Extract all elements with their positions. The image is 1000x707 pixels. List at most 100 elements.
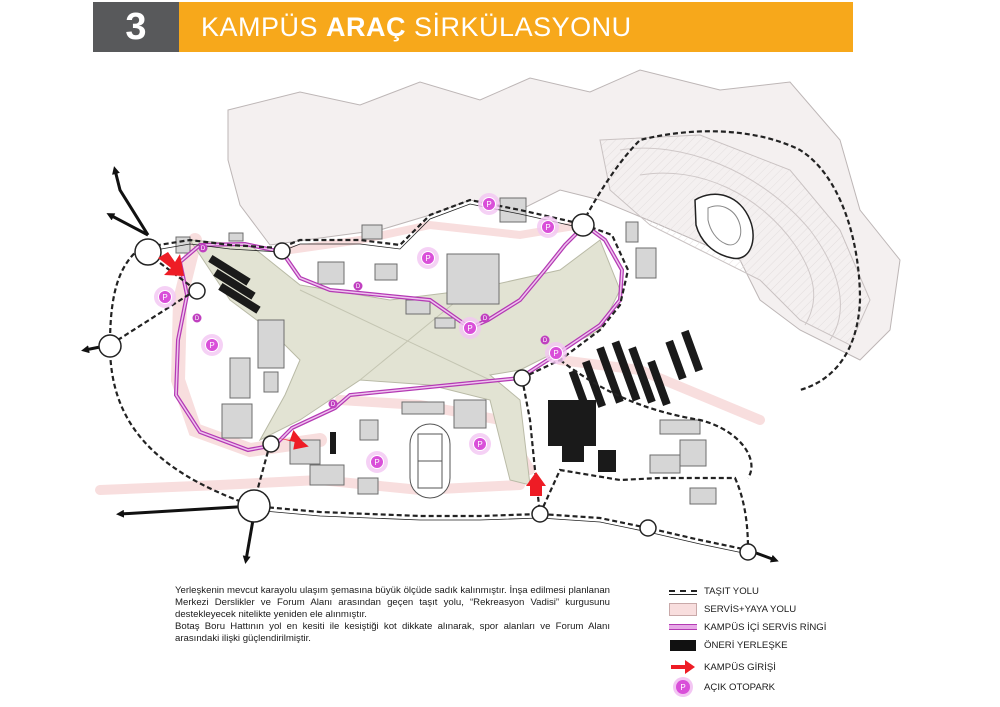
drop-off-icon: D bbox=[192, 313, 202, 323]
road-underline-south bbox=[252, 509, 749, 555]
building bbox=[453, 399, 487, 429]
legend-label: ÖNERİ YERLEŞKE bbox=[704, 639, 788, 651]
stadium-shape bbox=[694, 193, 754, 260]
parking-icon: P bbox=[478, 193, 500, 215]
drop-off-icon: D bbox=[198, 243, 208, 253]
service-road-east bbox=[555, 355, 765, 425]
svg-text:P: P bbox=[374, 458, 379, 467]
proposed-building bbox=[628, 346, 656, 404]
building bbox=[689, 487, 717, 505]
junction bbox=[262, 435, 280, 453]
black-block-icon bbox=[668, 637, 698, 653]
title-post: SİRKÜLASYONU bbox=[414, 11, 632, 42]
campus-entrances bbox=[158, 252, 546, 496]
exit-arrow-icon bbox=[106, 213, 149, 237]
junction bbox=[739, 543, 757, 561]
exit-arrow-icon bbox=[242, 519, 255, 564]
legend-label: KAMPÜS GİRİŞİ bbox=[704, 661, 776, 673]
pink-band-icon bbox=[668, 601, 698, 617]
building bbox=[625, 221, 639, 243]
svg-text:P: P bbox=[162, 293, 167, 302]
proposed-building bbox=[562, 440, 584, 462]
svg-text:P: P bbox=[477, 440, 482, 449]
legend-item-proposed: ÖNERİ YERLEŞKE bbox=[668, 637, 788, 653]
building bbox=[221, 403, 253, 439]
proposed-building bbox=[218, 282, 261, 314]
building bbox=[446, 253, 500, 305]
proposed-building bbox=[213, 268, 256, 300]
building bbox=[401, 401, 445, 415]
building bbox=[263, 371, 279, 393]
parking-icon: P bbox=[417, 247, 439, 269]
svg-text:P: P bbox=[467, 324, 472, 333]
building bbox=[357, 477, 379, 495]
building bbox=[229, 357, 251, 399]
junction bbox=[639, 519, 657, 537]
junction bbox=[188, 282, 206, 300]
road-east-north bbox=[581, 130, 862, 392]
campus-entrance-icon bbox=[277, 429, 309, 450]
campus-entrance-icon bbox=[526, 472, 546, 496]
red-arrow-icon bbox=[668, 659, 698, 675]
terrain bbox=[227, 69, 901, 361]
ring-line-icon bbox=[668, 619, 698, 635]
svg-text:D: D bbox=[543, 338, 548, 344]
forum-diagonal-2 bbox=[359, 289, 471, 381]
parking-icon: P bbox=[537, 216, 559, 238]
junction bbox=[98, 334, 122, 358]
road-southeast-loop bbox=[538, 468, 750, 551]
svg-text:P: P bbox=[553, 349, 558, 358]
parking-icon: P bbox=[545, 342, 567, 364]
legend-item-service-road: SERVİS+YAYA YOLU bbox=[668, 601, 796, 617]
junction bbox=[513, 369, 531, 387]
legend-label: SERVİS+YAYA YOLU bbox=[704, 603, 797, 615]
dashed-road-icon bbox=[668, 583, 698, 599]
road-connector-2 bbox=[109, 289, 197, 346]
building bbox=[635, 247, 657, 279]
building bbox=[309, 464, 345, 486]
proposed-building bbox=[611, 340, 641, 402]
proposed-building bbox=[681, 329, 703, 373]
legend-item-service-ring: KAMPÜS İÇİ SERVİS RİNGİ bbox=[668, 619, 826, 635]
proposed-building bbox=[647, 360, 671, 406]
parking-icon: P bbox=[469, 433, 491, 455]
contour-2 bbox=[639, 172, 815, 326]
svg-text:P: P bbox=[545, 223, 550, 232]
drop-off-icon: D bbox=[328, 399, 338, 409]
description-paragraph-2: Botaş Boru Hattının yol en kesiti ile ke… bbox=[175, 621, 610, 644]
parking-icon: P bbox=[668, 679, 698, 695]
parking-icon: P bbox=[154, 286, 176, 308]
svg-text:D: D bbox=[356, 284, 361, 290]
campus-entrance-icon bbox=[158, 252, 184, 276]
exit-arrow-icon bbox=[116, 504, 254, 518]
legend-item-vehicle-road: TAŞIT YOLU bbox=[668, 583, 759, 599]
sports-area bbox=[409, 423, 451, 499]
junction bbox=[237, 489, 271, 523]
proposed-building bbox=[568, 369, 590, 409]
proposed-building bbox=[665, 339, 687, 381]
page-title: KAMPÜS ARAÇ SİRKÜLASYONU bbox=[179, 2, 853, 52]
title-pre: KAMPÜS bbox=[201, 11, 319, 42]
legend-label: KAMPÜS İÇİ SERVİS RİNGİ bbox=[704, 621, 827, 633]
contour-1 bbox=[619, 147, 841, 341]
forum-diagonal-1 bbox=[299, 289, 491, 381]
drop-off-icon: D bbox=[353, 281, 363, 291]
svg-text:D: D bbox=[331, 402, 336, 408]
svg-text:P: P bbox=[425, 254, 430, 263]
legend-item-entrance: KAMPÜS GİRİŞİ bbox=[668, 659, 776, 675]
proposed-building bbox=[548, 400, 596, 446]
title-bold: ARAÇ bbox=[326, 11, 407, 42]
description-paragraph-1: Yerleşkenin mevcut karayolu ulaşım şemas… bbox=[175, 585, 610, 620]
proposed-buildings bbox=[208, 254, 703, 472]
svg-text:D: D bbox=[195, 316, 200, 322]
parking-icon: P bbox=[459, 317, 481, 339]
svg-text:D: D bbox=[201, 246, 206, 252]
junction bbox=[134, 238, 162, 266]
junction bbox=[531, 505, 549, 523]
building bbox=[405, 299, 431, 315]
existing-buildings bbox=[175, 197, 717, 505]
road-main-loop bbox=[139, 198, 630, 379]
